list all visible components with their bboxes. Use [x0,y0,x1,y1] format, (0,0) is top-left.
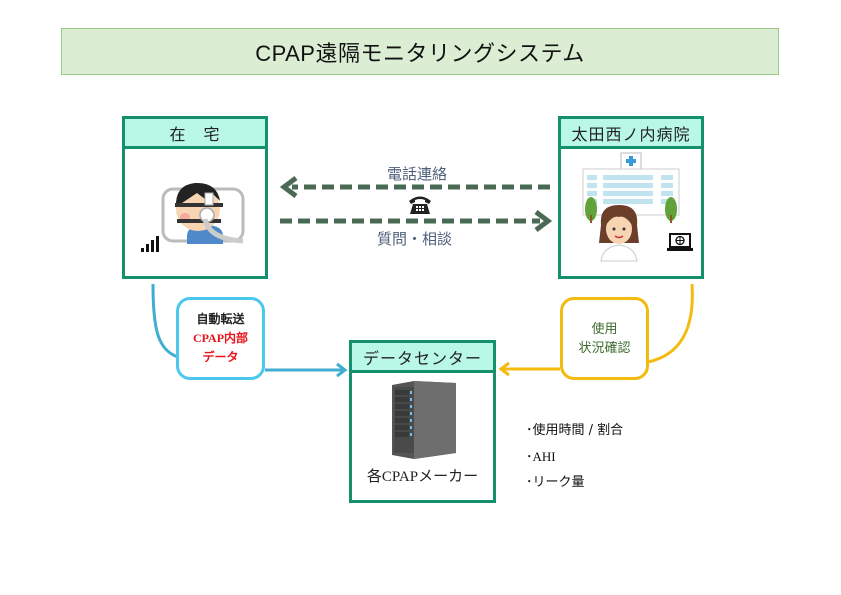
cpap-maker-label: 各CPAPメーカー [366,469,479,485]
usage-check-curve [647,283,694,364]
auto-transfer-curve [151,283,179,359]
metric-leak: ･リーク量 [526,475,585,490]
auto-transfer-text: 自動転送 [196,312,245,326]
status-check-text: 状況確認 [578,340,631,356]
data-center-header: データセンター [352,343,493,373]
hospital-building-illustration [582,152,680,223]
question-consult-label: 質問・相談 [377,230,453,248]
cpap-patient-illustration [161,182,245,244]
metric-usage-time: ･使用時間 / 割合 [526,423,624,438]
phone-arrow-left [279,176,550,198]
usage-text: 使用 [591,321,618,337]
cpap-internal-text: CPAP内部 [192,331,249,345]
data-text: データ [202,350,239,364]
hospital-box: 太田西ノ内病院 [558,116,704,279]
home-box: 在 宅 [122,116,268,279]
laptop-globe-icon [667,233,693,251]
data-center-box: データセンター 各CPAPメーカー [349,340,496,503]
metrics-list: ･使用時間 / 割合 ･AHI ･リーク量 [526,418,623,496]
doctor-illustration [599,205,639,262]
telephone-icon [409,196,431,214]
usage-check-callout: 使用 状況確認 [560,297,649,380]
metric-ahi: ･AHI [526,449,556,464]
page-title: CPAP遠隔モニタリングシステム [61,28,779,75]
auto-transfer-arrow [265,362,348,378]
hospital-header: 太田西ノ内病院 [561,119,701,149]
signal-strength-icon [141,236,159,252]
home-header: 在 宅 [125,119,265,149]
auto-transfer-callout: 自動転送 CPAP内部 データ [176,297,265,380]
phone-arrow-right [280,210,553,232]
phone-contact-label: 電話連絡 [387,165,448,183]
server-tower-illustration [392,381,456,459]
usage-check-arrow [498,361,560,377]
